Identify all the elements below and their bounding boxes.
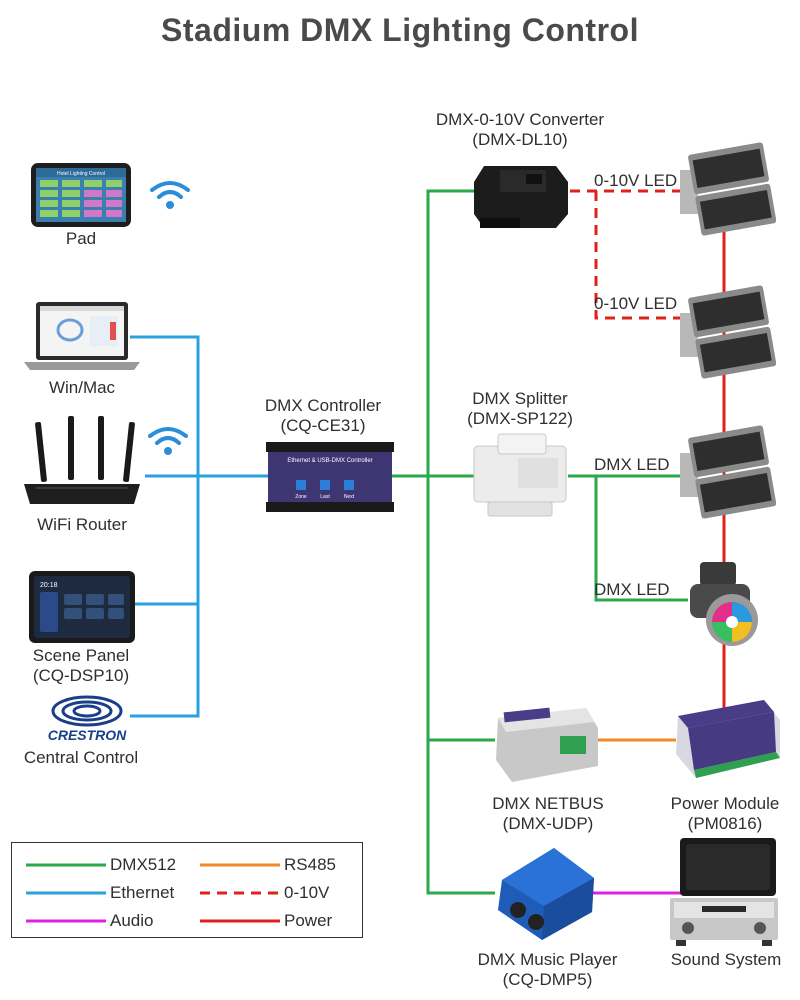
pad-device: Hotel Lighting Control: [31, 163, 131, 227]
converter-label-1: DMX-0-10V Converter: [435, 110, 605, 129]
zero-ten-volt-lines: [570, 189, 680, 320]
router-device: [24, 416, 140, 504]
page-title: Stadium DMX Lighting Control: [161, 12, 639, 48]
controller-btn1-label: Zone: [295, 494, 307, 500]
controller-device: Ethernet & USB-DMX Controller Zone Last …: [266, 442, 394, 512]
led-label-2: 0-10V LED: [594, 294, 678, 313]
legend-label-rs485: RS485: [284, 855, 336, 874]
converter-label-2: (DMX-DL10): [472, 130, 568, 149]
legend-label-dmx512: DMX512: [110, 855, 177, 874]
controller-btn3-label: Next: [344, 494, 355, 500]
power-module-label-1: Power Module: [670, 794, 780, 813]
music-player-label-1: DMX Music Player: [477, 950, 618, 969]
power-module-label-2: (PM0816): [687, 814, 763, 833]
pad-screen-title: Hotel Lighting Control: [57, 171, 105, 177]
controller-panel-text: Ethernet & USB-DMX Controller: [287, 458, 372, 464]
controller-label-2: (CQ-CE31): [280, 416, 366, 435]
legend-label-0-10v: 0-10V: [284, 883, 330, 902]
power-module-device: [676, 700, 780, 778]
scene-panel-time: 20:18: [40, 582, 58, 589]
led-label-4: DMX LED: [594, 580, 670, 599]
winmac-label: Win/Mac: [48, 378, 116, 397]
led-fixture-2: [680, 285, 776, 379]
netbus-label-1: DMX NETBUS: [492, 794, 604, 813]
legend-label-ethernet: Ethernet: [110, 883, 175, 902]
crestron-label: Central Control: [23, 748, 139, 767]
led-fixture-3: [680, 425, 776, 519]
legend: DMX512 RS485 Ethernet 0-10V Audio Power: [11, 842, 363, 938]
controller-label-1: DMX Controller: [264, 396, 382, 415]
pad-label: Pad: [65, 229, 97, 248]
legend-label-power: Power: [284, 911, 333, 930]
splitter-label-2: (DMX-SP122): [467, 409, 573, 428]
moving-head-light: [690, 562, 758, 646]
scene-panel-label-1: Scene Panel: [32, 646, 130, 665]
scene-panel-label-2: (CQ-DSP10): [32, 666, 130, 685]
laptop-device: [24, 302, 140, 370]
music-player-label-2: (CQ-DMP5): [502, 970, 593, 989]
led-fixture-1: [680, 142, 776, 236]
netbus-label-2: (DMX-UDP): [502, 814, 594, 833]
dmx512-lines: [392, 189, 690, 895]
led-label-1: 0-10V LED: [594, 171, 678, 190]
netbus-device: [496, 707, 598, 782]
router-wifi-icon: [148, 427, 188, 455]
ethernet-lines: [130, 335, 268, 718]
converter-device: [474, 166, 568, 228]
crestron-logo: CRESTRON: [48, 695, 127, 743]
controller-btn2-label: Last: [320, 494, 330, 500]
legend-swatches: [26, 863, 280, 923]
led-label-3: DMX LED: [594, 455, 670, 474]
router-label: WiFi Router: [37, 515, 127, 534]
sound-system-label: Sound System: [670, 950, 782, 969]
scene-panel-device: 20:18: [29, 571, 135, 643]
splitter-label-1: DMX Splitter: [472, 389, 568, 408]
sound-system-device: [670, 838, 778, 946]
wifi-icon: [150, 181, 190, 209]
crestron-logo-text: CRESTRON: [48, 727, 127, 743]
music-player-device: [498, 848, 594, 940]
legend-label-audio: Audio: [110, 911, 154, 930]
splitter-device: [473, 433, 567, 517]
